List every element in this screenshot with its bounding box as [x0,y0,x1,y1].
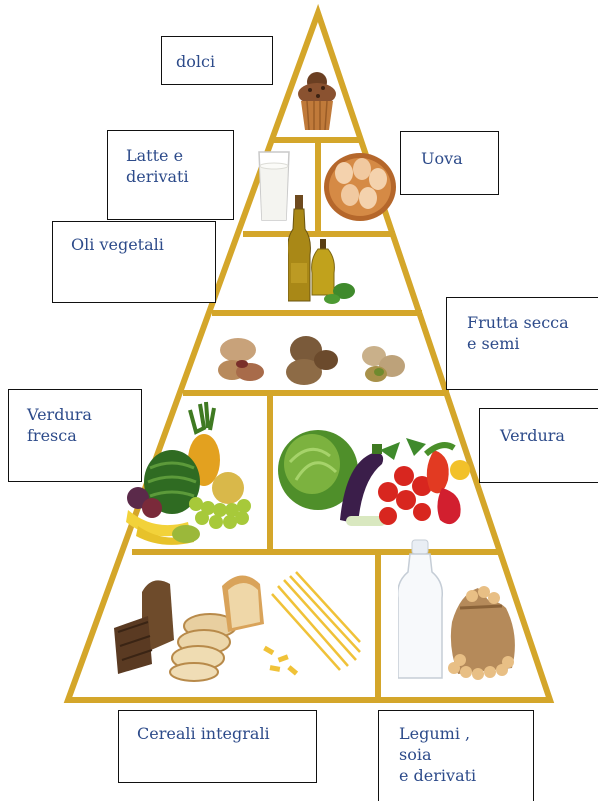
vegetables-icon [276,420,472,532]
bread-pasta-icon [112,566,364,682]
label-verdura: Verdura [479,408,598,483]
milk-bottle-chickpeas-icon [398,538,520,686]
fruit-bowl-icon [124,398,264,546]
label-oli-vegetali: Oli vegetali [52,221,216,303]
oil-bottle-icon [288,195,358,305]
label-cereali-integrali: Cereali integrali [118,710,317,783]
label-uova: Uova [400,131,499,195]
label-dolci: dolci [161,36,273,85]
nuts-icon [214,320,414,390]
muffin-icon [296,68,338,134]
label-legumi-soia: Legumi , soia e derivati [378,710,534,801]
label-verdura-fresca: Verdura fresca [8,389,142,482]
label-latte-derivati: Latte e derivati [107,130,234,220]
milk-glass-icon [256,150,292,224]
label-frutta-secca: Frutta secca e semi [446,297,598,390]
